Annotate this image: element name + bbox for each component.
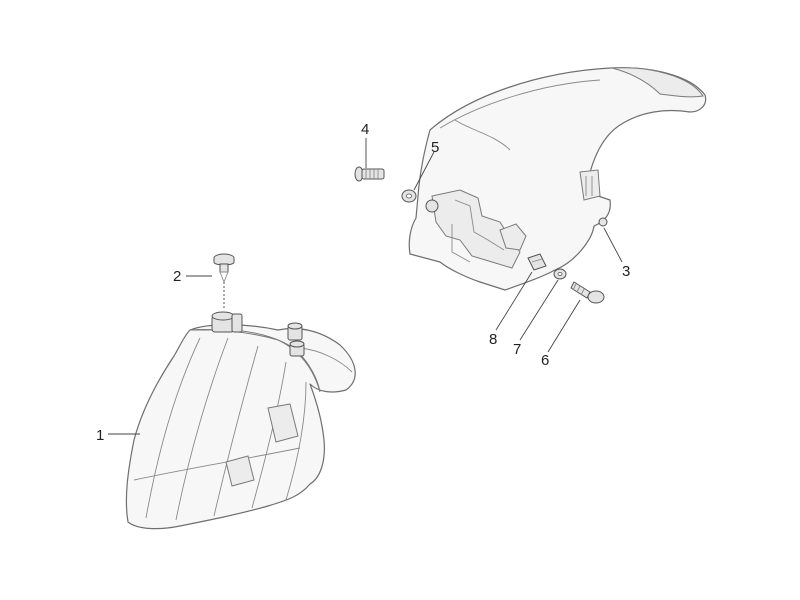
callout-5: 5: [431, 139, 439, 156]
leader-3: [603, 227, 623, 263]
clip-nut-part-8: [527, 253, 547, 271]
leader-lines: [108, 138, 623, 435]
callout-8: 8: [489, 331, 497, 348]
leader-6: [547, 299, 581, 353]
rear-mudguard: [408, 67, 707, 291]
washer-part-7: [553, 268, 567, 280]
leader-5: [413, 151, 435, 191]
callout-4: 4: [361, 121, 369, 138]
leader-8: [495, 271, 533, 331]
screw-part-4: [354, 166, 385, 182]
callout-3: 3: [622, 263, 630, 280]
screw-part-6: [570, 281, 605, 304]
screw-part-2: [213, 253, 235, 310]
leader-7: [519, 279, 559, 341]
callout-2: 2: [173, 268, 181, 285]
washer-part-5: [401, 189, 417, 203]
front-mudguard: [125, 311, 356, 530]
callout-1: 1: [96, 427, 104, 444]
callout-6: 6: [541, 352, 549, 369]
callout-7: 7: [513, 341, 521, 358]
